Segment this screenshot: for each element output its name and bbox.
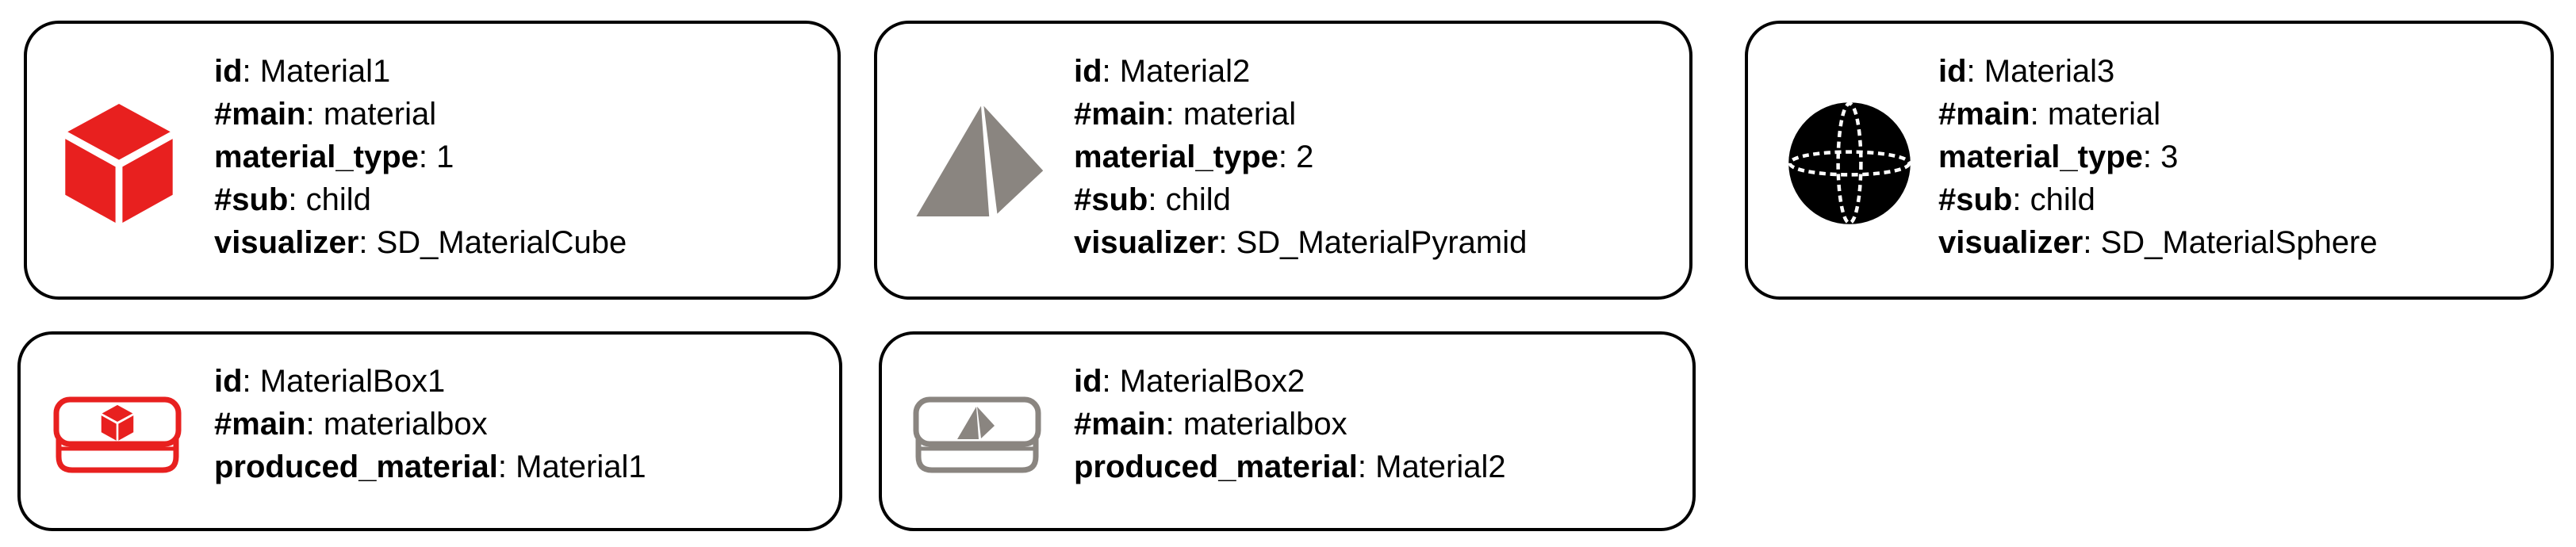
main-value: material	[1183, 97, 1297, 132]
main-row: #main: materialbox	[214, 407, 488, 442]
produced-material-key: produced_material	[1074, 449, 1358, 484]
material-type-row: material_type: 1	[214, 140, 454, 174]
material-type-value: 1	[436, 140, 454, 174]
main-key: #main	[214, 407, 306, 442]
visualizer-row: visualizer: SD_MaterialCube	[214, 225, 627, 260]
sub-key: #sub	[1938, 182, 2013, 217]
visualizer-row: visualizer: SD_MaterialSphere	[1938, 225, 2378, 260]
produced-material-value: Material2	[1375, 449, 1506, 484]
sub-row: #sub: child	[1074, 182, 1231, 217]
id-key: id	[1074, 364, 1102, 399]
visualizer-value: SD_MaterialSphere	[2100, 225, 2378, 260]
sub-value: child	[305, 182, 371, 217]
main-row: #main: material	[1938, 97, 2161, 132]
id-row: id: Material1	[214, 54, 391, 89]
id-value: MaterialBox2	[1119, 364, 1305, 399]
visualizer-key: visualizer	[1074, 225, 1219, 260]
materialbox1-properties: id: MaterialBox1 #main: materialbox prod…	[214, 360, 646, 488]
material-type-key: material_type	[1938, 140, 2143, 174]
sub-row: #sub: child	[1938, 182, 2095, 217]
materialbox2-card: id: MaterialBox2 #main: materialbox prod…	[879, 331, 1696, 531]
main-value: materialbox	[323, 407, 488, 442]
material2-properties: id: Material2 #main: material material_t…	[1074, 50, 1527, 264]
main-row: #main: material	[1074, 97, 1297, 132]
sub-key: #sub	[214, 182, 289, 217]
material-type-value: 3	[2160, 140, 2179, 174]
material-type-value: 2	[1296, 140, 1314, 174]
main-key: #main	[214, 97, 306, 132]
sub-value: child	[2030, 182, 2095, 217]
material-type-row: material_type: 3	[1938, 140, 2179, 174]
visualizer-row: visualizer: SD_MaterialPyramid	[1074, 225, 1528, 260]
id-value: MaterialBox1	[259, 364, 446, 399]
id-key: id	[1074, 54, 1102, 89]
id-key: id	[214, 54, 243, 89]
visualizer-value: SD_MaterialPyramid	[1236, 225, 1528, 260]
main-value: material	[323, 97, 437, 132]
gray-materialbox-icon	[912, 393, 1042, 476]
red-cube-icon	[60, 101, 178, 225]
main-key: #main	[1074, 97, 1166, 132]
main-key: #main	[1938, 97, 2030, 132]
produced-material-key: produced_material	[214, 449, 498, 484]
id-value: Material1	[259, 54, 391, 89]
id-row: id: MaterialBox2	[1074, 364, 1305, 399]
produced-material-row: produced_material: Material1	[214, 449, 646, 484]
produced-material-value: Material1	[516, 449, 646, 484]
sub-value: child	[1165, 182, 1231, 217]
materialbox1-card: id: MaterialBox1 #main: materialbox prod…	[17, 331, 842, 531]
main-row: #main: materialbox	[1074, 407, 1347, 442]
visualizer-key: visualizer	[1938, 225, 2083, 260]
id-key: id	[1938, 54, 1967, 89]
visualizer-value: SD_MaterialCube	[376, 225, 627, 260]
id-value: Material2	[1119, 54, 1251, 89]
red-materialbox-icon	[52, 393, 182, 476]
id-row: id: MaterialBox1	[214, 364, 446, 399]
material1-card: id: Material1 #main: material material_t…	[24, 21, 841, 300]
material-type-key: material_type	[214, 140, 419, 174]
material-type-key: material_type	[1074, 140, 1278, 174]
produced-material-row: produced_material: Material2	[1074, 449, 1506, 484]
main-row: #main: material	[214, 97, 437, 132]
main-value: materialbox	[1183, 407, 1347, 442]
black-sphere-icon	[1786, 100, 1913, 227]
gray-pyramid-icon	[914, 103, 1048, 222]
materialbox2-properties: id: MaterialBox2 #main: materialbox prod…	[1074, 360, 1506, 488]
material3-properties: id: Material3 #main: material material_t…	[1938, 50, 2378, 264]
material3-card: id: Material3 #main: material material_t…	[1745, 21, 2554, 300]
id-value: Material3	[1984, 54, 2115, 89]
id-row: id: Material3	[1938, 54, 2115, 89]
id-key: id	[214, 364, 243, 399]
sub-row: #sub: child	[214, 182, 371, 217]
main-key: #main	[1074, 407, 1166, 442]
id-row: id: Material2	[1074, 54, 1251, 89]
sub-key: #sub	[1074, 182, 1148, 217]
main-value: material	[2047, 97, 2161, 132]
material1-properties: id: Material1 #main: material material_t…	[214, 50, 627, 264]
visualizer-key: visualizer	[214, 225, 359, 260]
material2-card: id: Material2 #main: material material_t…	[874, 21, 1692, 300]
material-type-row: material_type: 2	[1074, 140, 1314, 174]
